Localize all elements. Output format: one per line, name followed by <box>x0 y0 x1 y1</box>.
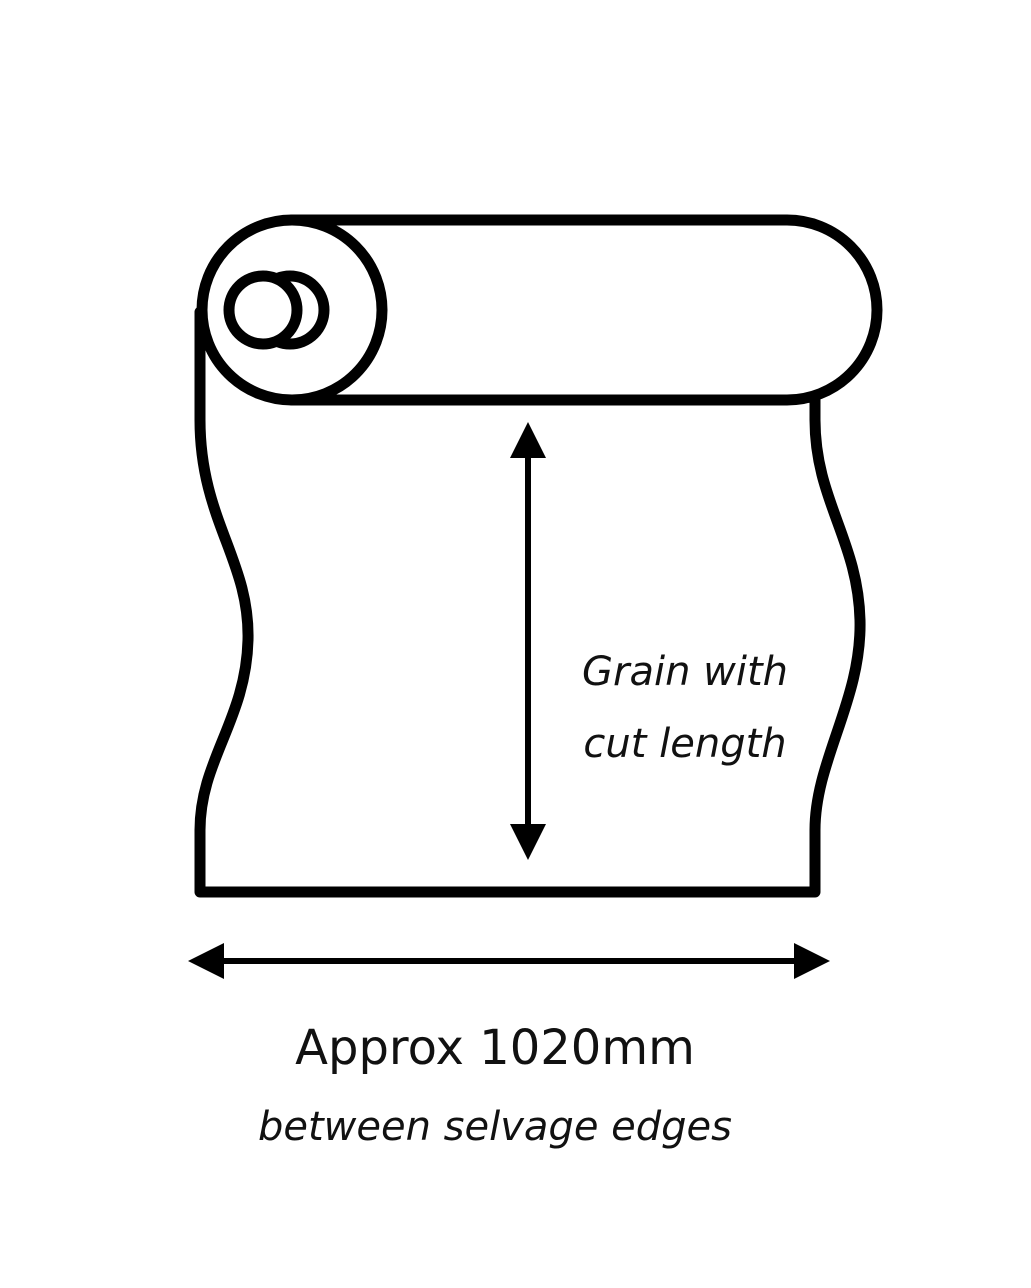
width-measurement-label: Approx 1020mm <box>295 1020 695 1076</box>
grain-arrow-head-up <box>510 422 546 458</box>
width-arrow <box>188 943 830 979</box>
grain-arrow <box>510 422 546 860</box>
width-arrow-head-right <box>794 943 830 979</box>
grain-arrow-head-down <box>510 824 546 860</box>
width-measurement-note: between selvage edges <box>258 1104 732 1150</box>
grain-label: Grain with cut length <box>555 636 815 780</box>
grain-label-line1: Grain with <box>582 649 788 695</box>
grain-label-line2: cut length <box>583 721 787 767</box>
fabric-roll-body <box>286 214 883 406</box>
roll-core-front <box>223 270 303 350</box>
width-arrow-head-left <box>188 943 224 979</box>
